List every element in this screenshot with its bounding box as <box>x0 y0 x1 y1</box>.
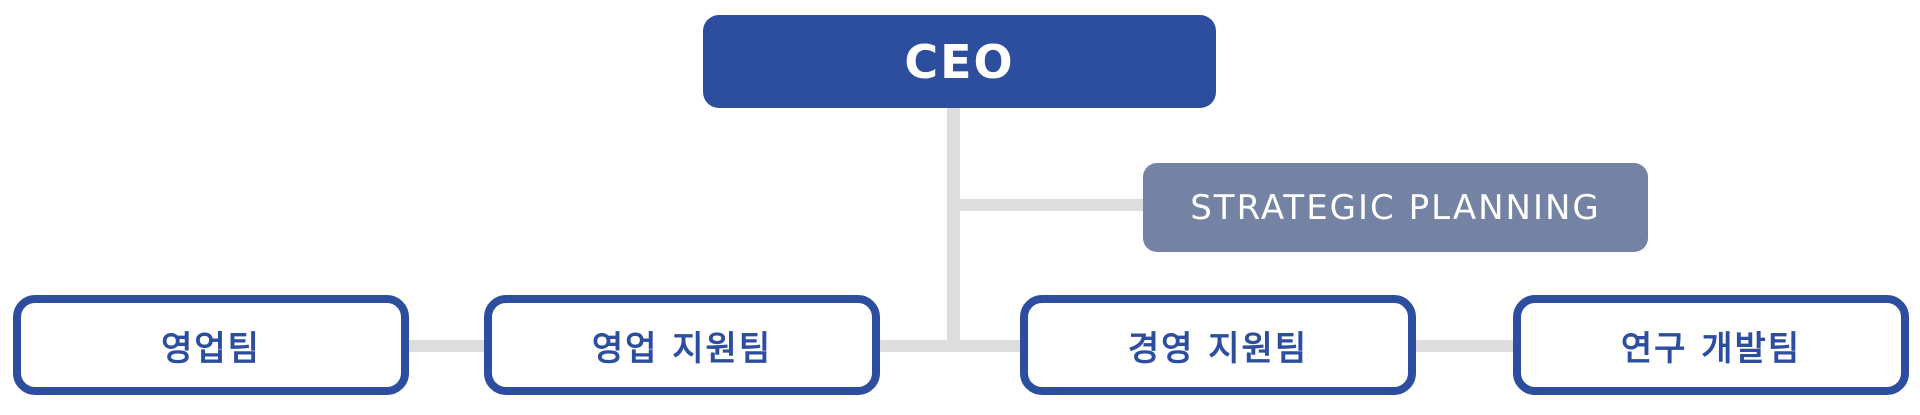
ceo-box[interactable]: CEO <box>703 15 1216 108</box>
team-box-management-support[interactable]: 경영 지원팀 <box>1020 295 1416 395</box>
connector-strategic-branch <box>960 199 1143 211</box>
team-box-sales[interactable]: 영업팀 <box>13 295 409 395</box>
team-box-sales-support[interactable]: 영업 지원팀 <box>484 295 880 395</box>
team-box-rnd[interactable]: 연구 개발팀 <box>1513 295 1909 395</box>
connector-vertical-trunk <box>947 108 960 348</box>
strategic-planning-box[interactable]: STRATEGIC PLANNING <box>1143 163 1648 252</box>
